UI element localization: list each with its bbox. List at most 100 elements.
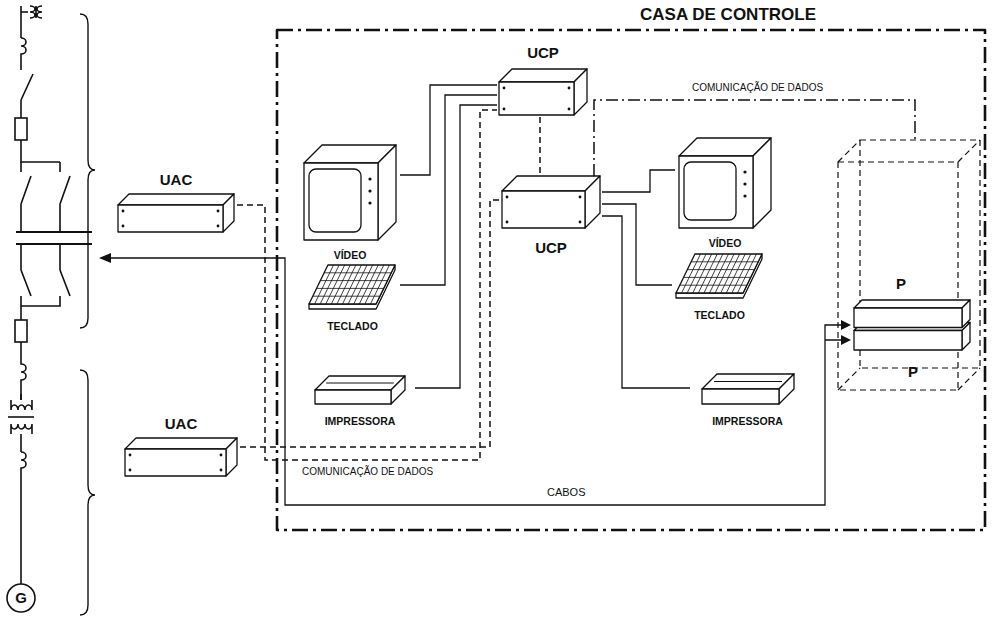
acquisition-unit-label: UAC [165, 416, 198, 433]
device-dot [579, 221, 582, 224]
unit-case [502, 191, 585, 228]
generator-circle: G [6, 583, 36, 613]
device-dot [122, 225, 125, 228]
arrowhead [841, 320, 851, 330]
key-column [737, 254, 756, 293]
generator-outline [7, 584, 35, 612]
printer-case [779, 374, 794, 404]
cable-arrowheads [99, 253, 851, 345]
unit-case [502, 176, 600, 191]
signal-cable [400, 95, 497, 285]
panel-case [854, 300, 970, 308]
panel-cabinet: PP [838, 140, 980, 390]
current-transformer-symbol [21, 342, 26, 400]
brace [80, 14, 95, 328]
unit-case [125, 438, 237, 449]
signal-cable [415, 105, 497, 388]
wire [20, 306, 22, 320]
device-dot [217, 225, 220, 228]
device-dot [368, 189, 371, 192]
printer: IMPRESSORA [690, 370, 805, 428]
monitor-screen [309, 169, 361, 232]
control-house-border [277, 30, 985, 530]
transformer-core [8, 416, 34, 418]
cables-label: CABOS [545, 486, 588, 498]
key-column [726, 254, 745, 293]
arrowhead [99, 253, 111, 263]
device-dot [122, 210, 125, 213]
video-monitor: VÍDEO [675, 138, 775, 250]
unit-case [226, 438, 237, 476]
device-dot [217, 210, 220, 213]
switch-symbol [21, 162, 31, 232]
device-dot [220, 454, 223, 457]
key-column [320, 265, 339, 304]
key-column [687, 254, 706, 293]
current-transformer-symbol [21, 452, 26, 584]
device-dot [579, 196, 582, 199]
key-column [710, 254, 729, 293]
acquisition-unit-label: UAC [160, 172, 193, 189]
key-column [721, 254, 740, 293]
keyboard-label: TECLADO [694, 310, 745, 322]
unit-case [574, 69, 587, 115]
wire [21, 140, 60, 162]
unit-case [499, 69, 587, 82]
keyboard-label: TECLADO [327, 321, 378, 333]
cabinet-outline [838, 162, 958, 390]
key-column [682, 254, 701, 293]
key-column [315, 265, 334, 304]
signal-cable [400, 85, 497, 175]
keyboard-top [676, 254, 762, 293]
keyboard: TECLADO [672, 252, 767, 322]
video-monitor-label: VÍDEO [334, 250, 367, 262]
data-link [539, 117, 541, 176]
transformer-winding [11, 394, 32, 410]
paper-slot [714, 381, 782, 382]
device-dot [568, 108, 571, 111]
printer-case [702, 389, 779, 404]
monitor-case [679, 156, 753, 228]
printer-case [315, 376, 405, 390]
device-dot [368, 177, 371, 180]
key-column [359, 265, 378, 304]
busbar [16, 232, 92, 244]
control-house-region-label: CASA DE CONTROLE [640, 6, 816, 25]
generator-circle-label: G [15, 590, 27, 607]
video-monitor: VÍDEO [300, 145, 400, 262]
printer-case [702, 374, 794, 389]
panel-case [854, 308, 962, 328]
key-column [326, 265, 345, 304]
device-dot [506, 196, 509, 199]
data-comm-label: COMUNICAÇÃO DE DADOS [690, 82, 825, 93]
key-column [715, 254, 734, 293]
unit-case [499, 82, 574, 115]
panel-stack-label: P [908, 364, 918, 381]
key-column [331, 265, 350, 304]
device-dot [129, 454, 132, 457]
current-transformer-symbol [30, 6, 42, 18]
acquisition-unit: UAC [122, 416, 240, 478]
current-transformer-symbol [21, 38, 26, 70]
key-column [337, 265, 356, 304]
printer-label: IMPRESSORA [325, 416, 396, 428]
device-dot [220, 469, 223, 472]
device-dot [368, 201, 371, 204]
key-column [693, 254, 712, 293]
brace [80, 370, 95, 615]
transformer-winding [11, 424, 32, 452]
key-column [698, 254, 717, 293]
switch-symbol [21, 244, 70, 306]
keyboard-base [309, 265, 395, 309]
unit-case [585, 176, 600, 228]
keyboard-top [309, 265, 395, 304]
control-house-region: UCPUCPVÍDEOTECLADOIMPRESSORAVÍDEOTECLADO… [276, 4, 988, 532]
video-monitor-shape [300, 145, 400, 262]
wire [20, 100, 22, 118]
panel-cabinet-label: P [896, 276, 906, 293]
processing-unit-label: UCP [527, 45, 559, 62]
printer-label: IMPRESSORA [712, 416, 783, 428]
